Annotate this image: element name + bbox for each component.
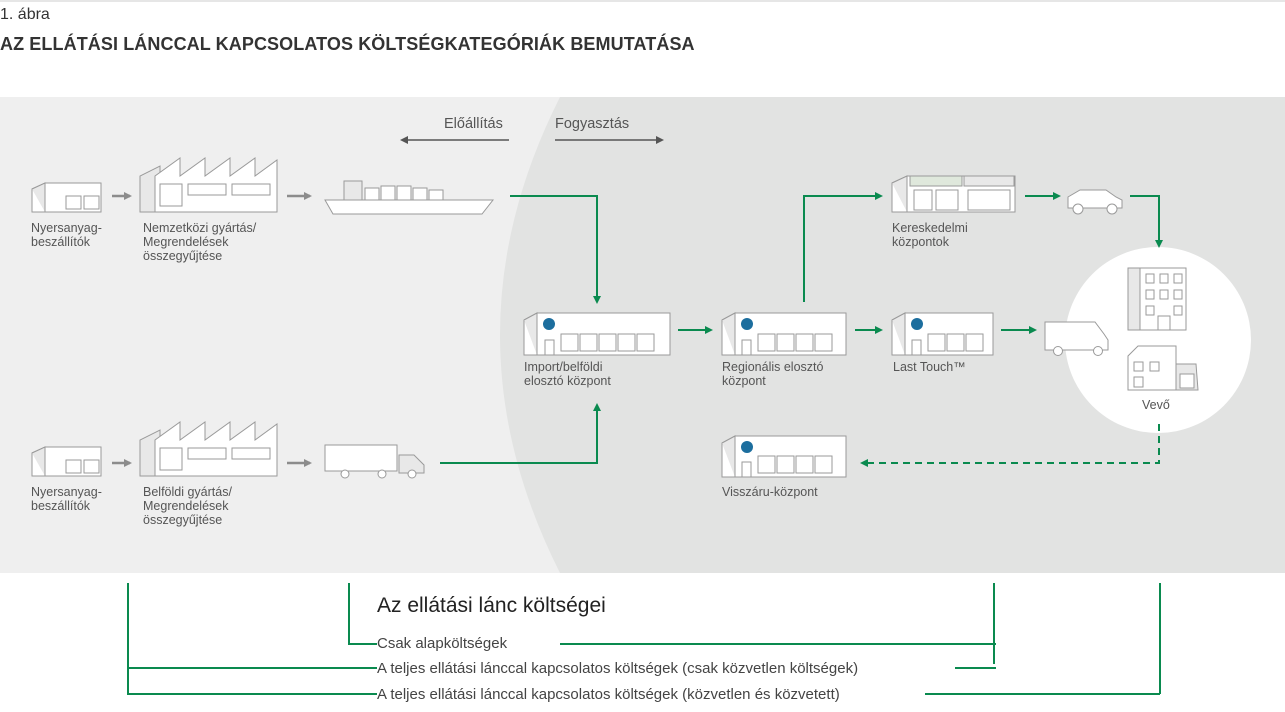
regional-dc-label: Regionális elosztó központ bbox=[722, 360, 824, 388]
legend-title: Az ellátási lánc költségei bbox=[377, 594, 606, 617]
figure-number: 1. ábra bbox=[0, 6, 50, 23]
production-direction-label: Előállítás bbox=[444, 116, 503, 132]
supplier-top-label: Nyersanyag- beszállítók bbox=[31, 221, 102, 249]
import-dc-label: Import/belföldi elosztó központ bbox=[524, 360, 611, 388]
consumption-direction-label: Fogyasztás bbox=[555, 116, 630, 132]
legend-item-base-costs: Csak alapköltségek bbox=[377, 635, 512, 652]
supplier-bottom-label: Nyersanyag- beszállítók bbox=[31, 485, 102, 513]
legend-item-direct-costs: A teljes ellátási lánccal kapcsolatos kö… bbox=[377, 660, 863, 677]
last-touch-label: Last Touch™ bbox=[893, 360, 966, 374]
retail-centers-label: Kereskedelmi központok bbox=[892, 221, 968, 249]
legend-lines bbox=[127, 583, 1161, 695]
manufacturing-domestic-label: Belföldi gyártás/ Megrendelések összegyű… bbox=[143, 485, 232, 527]
figure-title: AZ ELLÁTÁSI LÁNCCAL KAPCSOLATOS KÖLTSÉGK… bbox=[0, 34, 695, 54]
manufacturing-intl-label: Nemzetközi gyártás/ Megrendelések összeg… bbox=[143, 221, 257, 263]
top-rule bbox=[0, 0, 1285, 2]
legend-item-direct-indirect-costs: A teljes ellátási lánccal kapcsolatos kö… bbox=[377, 686, 844, 703]
returns-center-label: Visszáru-központ bbox=[722, 485, 818, 499]
customer-label: Vevő bbox=[1142, 398, 1170, 412]
